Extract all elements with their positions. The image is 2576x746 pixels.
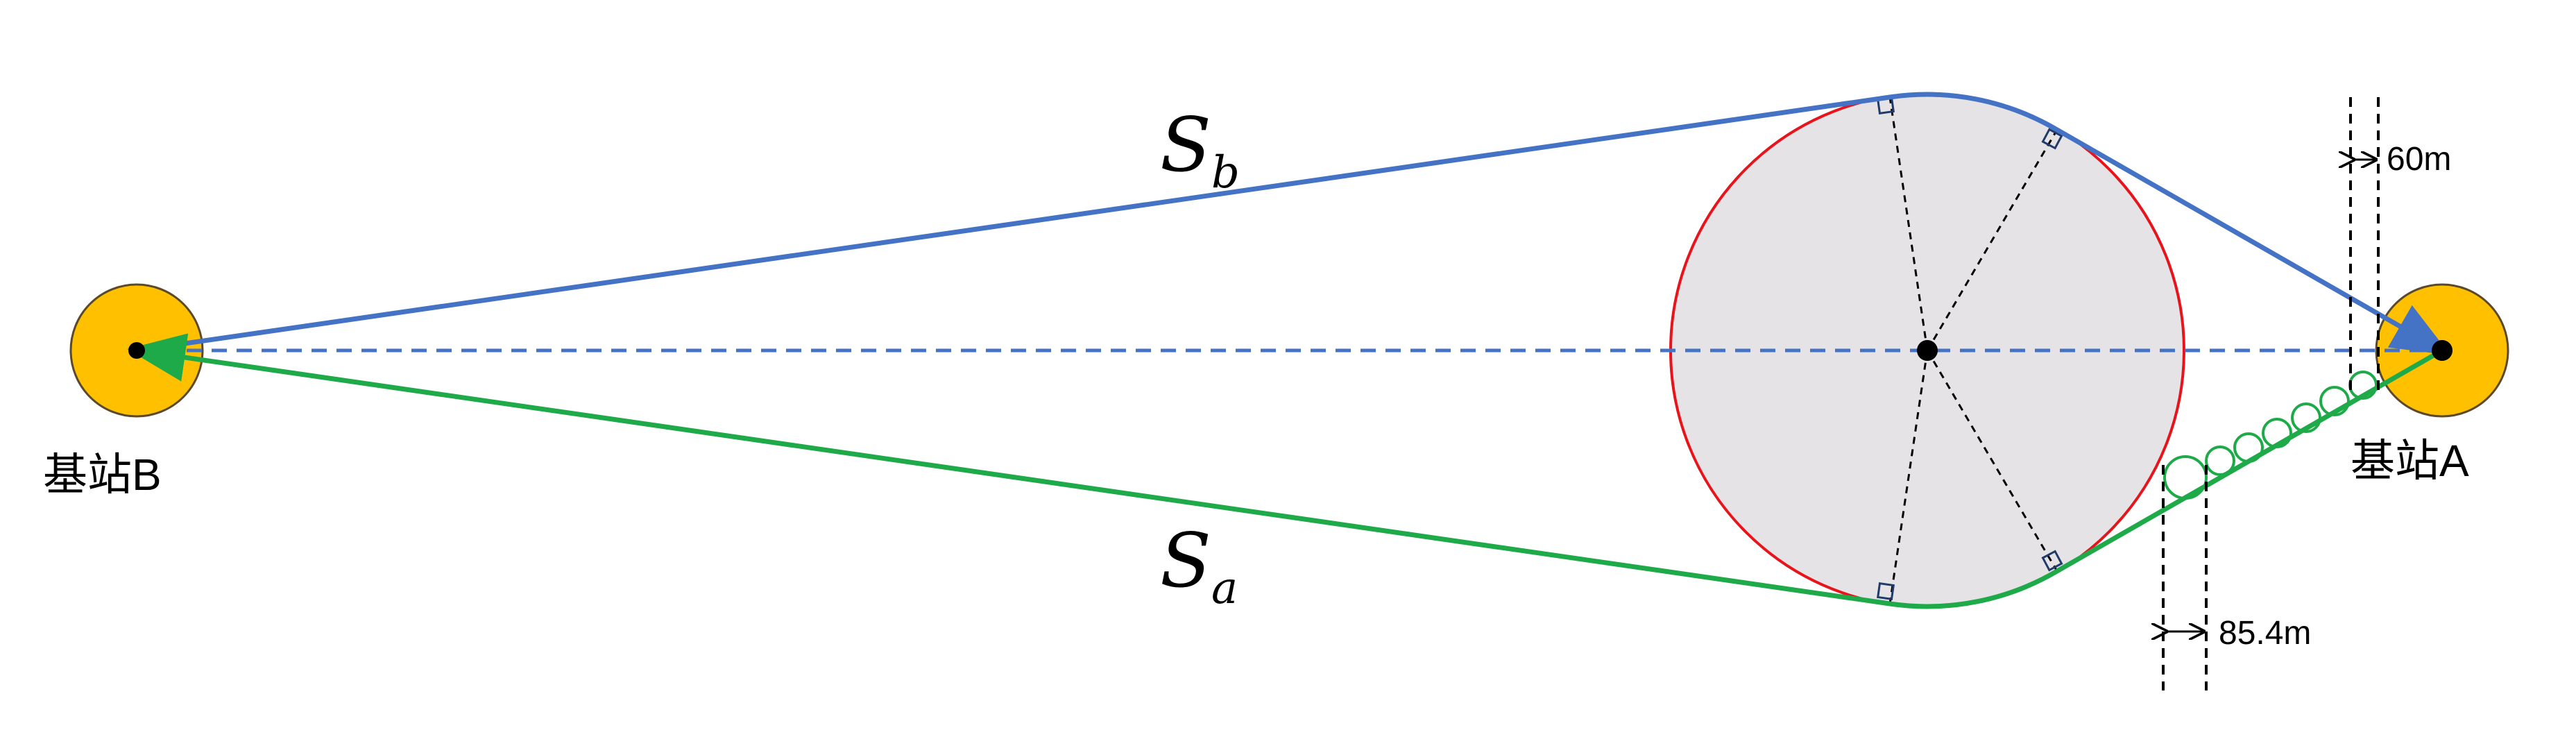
path-a-label-subscript: a — [1211, 563, 1238, 614]
path-b-label: Sb — [1160, 102, 1240, 198]
path-a-route — [127, 333, 2443, 609]
station-b-dot — [128, 342, 145, 359]
dimension-top-label: 60m — [2387, 141, 2451, 178]
path-a-label: Sa — [1160, 518, 1238, 614]
fresnel-circles — [2163, 371, 2378, 500]
station-a-dot — [2432, 340, 2453, 361]
station-a-label: 基站A — [2351, 436, 2469, 486]
path-a-label-letter: S — [1160, 518, 1211, 604]
path-b-route — [136, 92, 2451, 355]
dimension-bottom — [2162, 465, 2208, 690]
dimension-bottom-label: 85.4m — [2219, 615, 2311, 652]
dimension-top — [2349, 97, 2380, 392]
radius-lines — [1888, 96, 2058, 604]
obstacle-center-dot — [1917, 340, 1938, 361]
station-b-label: 基站B — [43, 450, 162, 500]
path-b-label-subscript: b — [1211, 147, 1240, 198]
path-b-label-letter: S — [1160, 102, 1211, 189]
